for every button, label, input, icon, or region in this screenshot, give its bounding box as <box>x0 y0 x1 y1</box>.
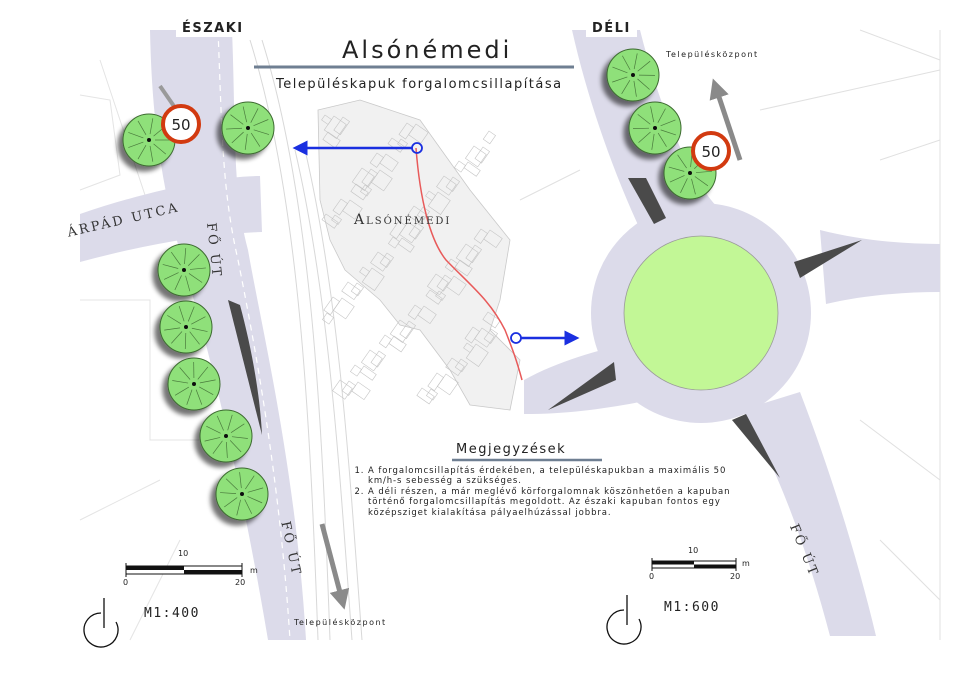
north-scale-unit: m <box>250 566 258 575</box>
notes-heading: Megjegyzések <box>456 442 567 457</box>
notes-list: A forgalomcsillapítás érdekében, a telep… <box>352 466 738 518</box>
south-speed-limit-value: 50 <box>701 143 720 161</box>
splitter-island-west <box>548 362 616 410</box>
tree-icon <box>159 300 213 354</box>
settlement-map <box>292 99 580 411</box>
north-speed-limit-sign: 50 <box>161 104 201 144</box>
north-direction-arrow <box>319 523 350 610</box>
splitter-island-north <box>628 178 666 224</box>
south-direction-label: Településközpont <box>666 50 759 59</box>
south-scale-ratio: M1:600 <box>664 600 720 615</box>
south-scale-start: 0 <box>649 572 655 581</box>
tree-group <box>122 48 717 521</box>
tree-icon <box>157 243 211 297</box>
north-scale-bar <box>125 563 243 577</box>
south-scale-bar <box>651 558 737 571</box>
south-scale-unit: m <box>742 559 750 568</box>
splitter-island-south <box>732 414 780 478</box>
north-scale-ratio: M1:400 <box>144 606 200 621</box>
splitter-island-east <box>794 240 862 278</box>
south-gate-north-arrow-icon <box>606 595 642 645</box>
south-gate-marker <box>510 332 522 344</box>
south-scale-mid: 10 <box>688 546 699 555</box>
south-gate-plan <box>519 29 941 640</box>
page-title: Alsónémedi <box>342 36 513 64</box>
notes-item-1: A forgalomcsillapítás érdekében, a telep… <box>368 466 738 487</box>
main-road-route <box>415 147 523 381</box>
map-settlement-label: Alsónémedi <box>354 212 452 228</box>
south-direction-arrow <box>709 78 743 161</box>
page-subtitle: Településkapuk forgalomcsillapítása <box>276 77 563 92</box>
north-gate-north-arrow-icon <box>83 598 119 648</box>
north-gate-label: ÉSZAKI <box>176 20 250 37</box>
tree-icon <box>215 467 269 521</box>
tree-icon <box>221 101 275 155</box>
south-scale-end: 20 <box>730 572 741 581</box>
tree-icon <box>606 48 660 102</box>
south-gate-label: DÉLI <box>586 20 637 37</box>
north-speed-limit-value: 50 <box>171 116 190 134</box>
roundabout-center <box>623 235 779 391</box>
tree-icon <box>199 409 253 463</box>
notes-item-2: A déli részen, a már meglévő körforgalom… <box>368 487 738 518</box>
north-scale-start: 0 <box>123 578 129 587</box>
north-traffic-island <box>228 300 262 435</box>
south-speed-limit-sign: 50 <box>691 131 731 171</box>
north-scale-end: 20 <box>235 578 246 587</box>
north-direction-label: Településközpont <box>294 618 387 627</box>
north-scale-mid: 10 <box>178 549 189 558</box>
tree-icon <box>167 357 221 411</box>
tree-icon <box>628 101 682 155</box>
